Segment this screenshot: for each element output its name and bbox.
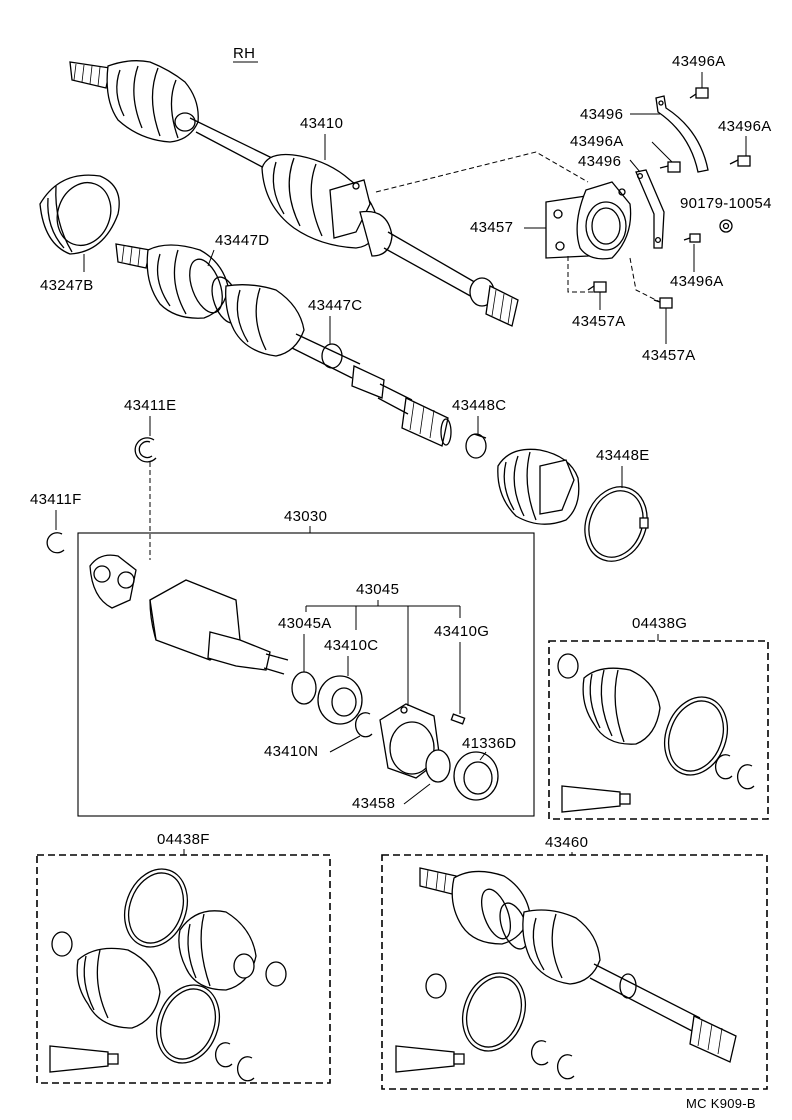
outer-joint-housing xyxy=(149,579,289,675)
label-43447D: 43447D xyxy=(215,232,269,249)
label-04438F: 04438F xyxy=(157,831,210,848)
bearing-43410C xyxy=(317,675,363,725)
bolt-43496A-right xyxy=(729,155,751,167)
label-43496A-top: 43496A xyxy=(672,53,726,70)
label-43457A-right: 43457A xyxy=(642,347,696,364)
nut-90179-10054 xyxy=(719,219,733,233)
label-43496A-right: 43496A xyxy=(718,118,772,135)
label-43448C: 43448C xyxy=(452,397,506,414)
pin-43410G xyxy=(450,713,466,725)
label-43411F: 43411F xyxy=(30,491,82,508)
snap-ring-43411E xyxy=(134,437,157,463)
bolt-43457A-right xyxy=(653,297,673,309)
inboard-boot xyxy=(497,448,580,525)
label-43496-b: 43496 xyxy=(578,153,621,170)
label-43458: 43458 xyxy=(352,795,395,812)
footer-code: MC K909-B xyxy=(686,1096,756,1111)
diagram-title: RH xyxy=(233,45,255,62)
drive-shaft-exploded xyxy=(115,243,452,447)
label-43457A-left: 43457A xyxy=(572,313,626,330)
kit-04438F-parts xyxy=(49,868,287,1082)
label-43247B: 43247B xyxy=(40,277,94,294)
tripod-joint xyxy=(89,554,137,609)
label-41336D: 41336D xyxy=(462,735,516,752)
snap-ring-43411F xyxy=(46,532,65,554)
label-90179-10054: 90179-10054 xyxy=(680,195,772,212)
label-43496-a: 43496 xyxy=(580,106,623,123)
bolt-43496A-top xyxy=(689,87,709,99)
label-43045: 43045 xyxy=(356,581,399,598)
label-43460: 43460 xyxy=(545,834,588,851)
label-43410: 43410 xyxy=(300,115,343,132)
clamp-43448C xyxy=(465,433,487,459)
kit-43460-parts xyxy=(395,867,737,1080)
label-43045A: 43045A xyxy=(278,615,332,632)
bolt-43457A-left xyxy=(587,281,607,293)
label-43447C: 43447C xyxy=(308,297,362,314)
bolt-43496A-left xyxy=(659,161,681,173)
kit-frame-04438G xyxy=(548,640,769,820)
drive-shaft-assembly-43410 xyxy=(69,60,519,327)
snap-ring-43045A xyxy=(291,671,317,705)
bearing-case-43458 xyxy=(379,703,451,783)
label-43030: 43030 xyxy=(284,508,327,525)
label-43411E: 43411E xyxy=(124,397,176,414)
label-43496A-left: 43496A xyxy=(570,133,624,150)
snap-ring-43410N xyxy=(355,712,373,738)
label-43410N: 43410N xyxy=(264,743,318,760)
bracket-plate-43496-lower xyxy=(635,169,665,249)
label-43457: 43457 xyxy=(470,219,513,236)
label-43410C: 43410C xyxy=(324,637,378,654)
dust-cover-41336D xyxy=(453,751,499,801)
bolt-43496A-bottom xyxy=(683,233,701,243)
bracket-plate-43496 xyxy=(655,95,709,173)
label-43496A-bottom: 43496A xyxy=(670,273,724,290)
group-frame-43030 xyxy=(77,532,535,817)
boot-43247B xyxy=(39,174,120,255)
band-43448E xyxy=(584,486,649,562)
label-43448E: 43448E xyxy=(596,447,650,464)
label-43410G: 43410G xyxy=(434,623,489,640)
center-bearing-bracket-43457 xyxy=(545,181,632,260)
label-04438G: 04438G xyxy=(632,615,687,632)
kit-04438G-parts xyxy=(557,653,755,813)
kit-frame-43460 xyxy=(381,854,768,1090)
